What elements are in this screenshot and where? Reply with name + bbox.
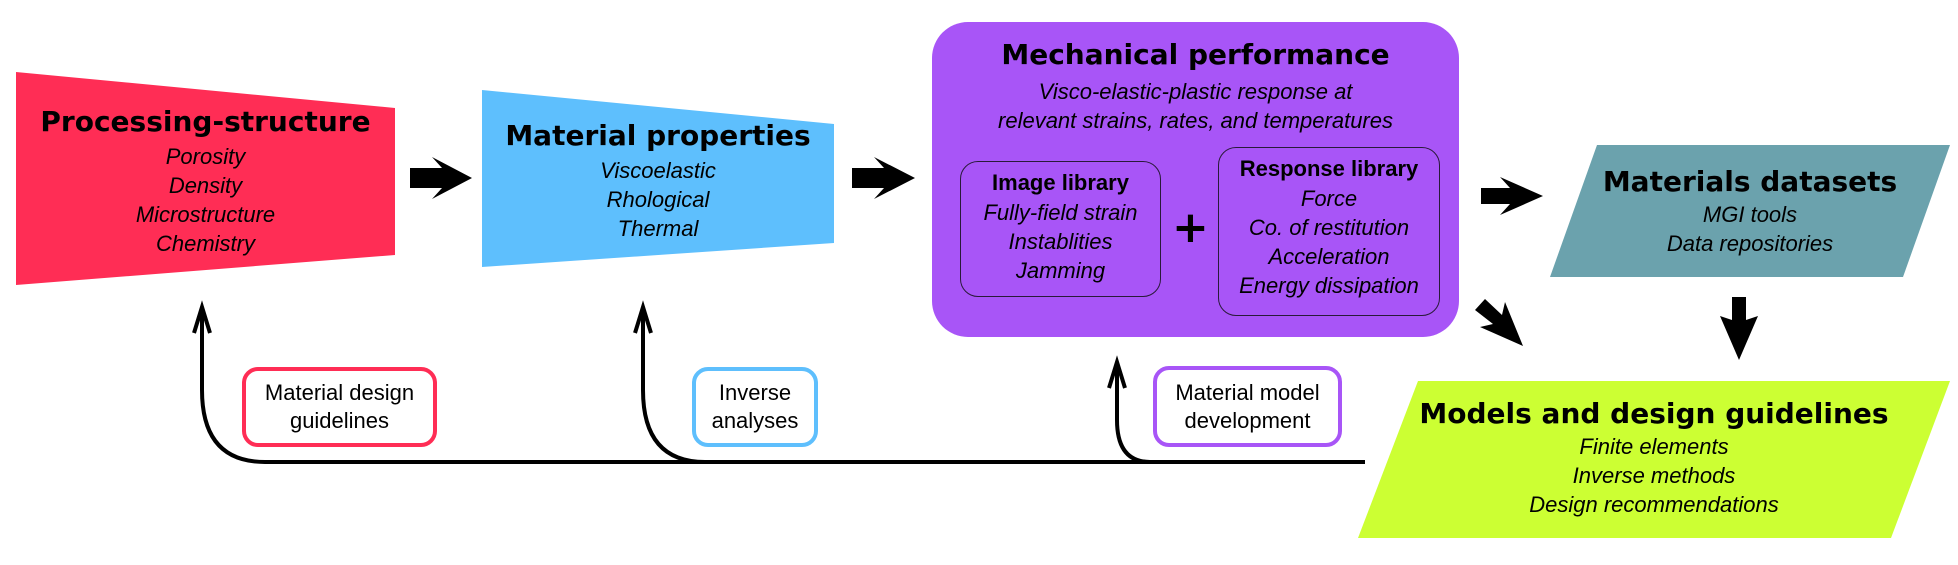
response-library-item: Force (1300, 186, 1358, 211)
feedback-arrow-to-processing (200, 307, 266, 464)
image-library-text: Image library Fully-field strain Instabl… (960, 172, 1161, 285)
label-line: analyses (711, 408, 799, 433)
processing-structure-title: Processing-structure (40, 105, 371, 138)
response-library-text: Response library Force Co. of restitutio… (1218, 158, 1440, 300)
models-item: Inverse methods (1572, 463, 1736, 488)
models-item: Design recommendations (1529, 492, 1779, 517)
arrow-mechanical-to-datasets (1481, 177, 1543, 215)
label-line: development (1184, 407, 1311, 433)
mechanical-performance-shape (932, 22, 1459, 337)
plus-icon: + (1172, 202, 1209, 253)
inverse-analyses-label: Inverse analyses (692, 367, 818, 447)
material-properties-title: Material properties (505, 119, 811, 152)
processing-structure-node: Processing-structure Porosity Density Mi… (16, 108, 395, 258)
arrow-properties-to-mechanical (852, 157, 915, 199)
image-library-item: Fully-field strain (983, 200, 1138, 225)
arrow-processing-to-properties (410, 157, 472, 199)
label-line: Inverse (718, 380, 792, 405)
feedback-arrowhead-processing (192, 300, 212, 334)
models-guidelines-node: Models and design guidelines Finite elem… (1388, 400, 1920, 519)
arrow-datasets-to-models (1720, 297, 1758, 360)
processing-structure-shape (16, 72, 395, 285)
response-library-box (1218, 147, 1440, 316)
image-library-title: Image library (992, 170, 1129, 195)
materials-datasets-node: Materials datasets MGI tools Data reposi… (1573, 168, 1927, 258)
feedback-arrow-to-mechanical (1115, 362, 1151, 464)
label-line: guidelines (289, 408, 390, 433)
properties-item: Thermal (617, 216, 699, 241)
material-model-development-label: Material model development (1153, 366, 1342, 447)
response-library-item: Co. of restitution (1248, 215, 1410, 240)
materials-datasets-shape (1550, 145, 1950, 277)
feedback-arrowhead-properties (633, 300, 653, 334)
response-library-item: Acceleration (1268, 244, 1390, 269)
models-guidelines-shape (1358, 381, 1950, 538)
response-library-title: Response library (1239, 156, 1419, 181)
mechanical-performance-node: Mechanical performance Visco-elastic-pla… (932, 41, 1459, 135)
arrow-mechanical-to-models (1475, 299, 1523, 346)
material-properties-node: Material properties Viscoelastic Rhologi… (482, 122, 834, 243)
processing-item: Chemistry (155, 231, 255, 256)
label-line: Material design (264, 380, 415, 405)
datasets-item: MGI tools (1702, 202, 1798, 227)
material-properties-shape (482, 90, 834, 267)
response-library-item: Energy dissipation (1239, 273, 1419, 298)
processing-item: Microstructure (135, 202, 276, 227)
processing-item: Density (168, 173, 243, 198)
image-library-item: Instablities (1008, 229, 1113, 254)
material-design-guidelines-label: Material design guidelines (242, 367, 437, 447)
mechanical-performance-title: Mechanical performance (1001, 38, 1390, 71)
image-library-item: Jamming (1015, 258, 1106, 283)
processing-item: Porosity (165, 144, 246, 169)
feedback-arrowhead-mechanical (1107, 355, 1127, 389)
label-line: Material model (1175, 379, 1320, 405)
feedback-arrow-to-properties (641, 307, 706, 464)
mechanical-subtitle-line: relevant strains, rates, and temperature… (998, 108, 1393, 133)
materials-datasets-title: Materials datasets (1602, 165, 1898, 198)
image-library-box (960, 161, 1161, 297)
properties-item: Rhological (606, 187, 710, 212)
datasets-item: Data repositories (1666, 231, 1834, 256)
models-guidelines-title: Models and design guidelines (1419, 397, 1889, 430)
models-item: Finite elements (1579, 434, 1729, 459)
mechanical-subtitle-line: Visco-elastic-plastic response at (1038, 79, 1353, 104)
properties-item: Viscoelastic (600, 158, 716, 183)
